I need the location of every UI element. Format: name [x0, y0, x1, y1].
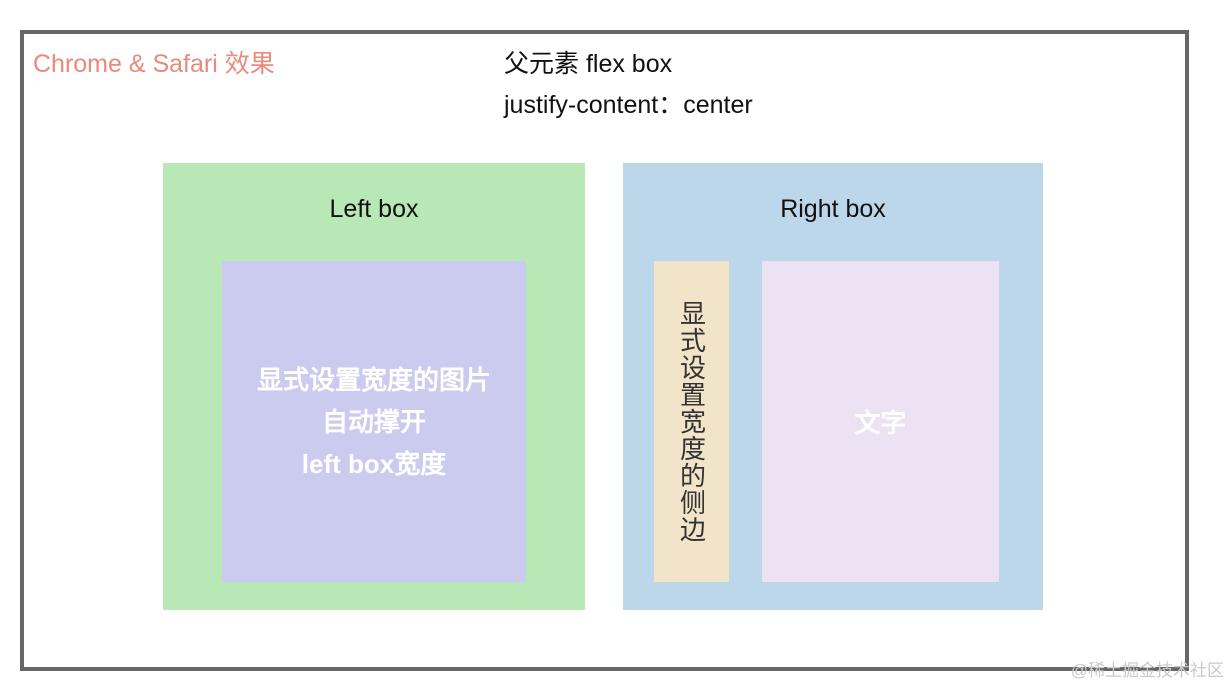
header-line-2: justify-content：center [504, 91, 753, 119]
watermark: @稀土掘金技术社区 [1070, 661, 1224, 680]
image-placeholder: 显式设置宽度的图片 自动撑开 left box宽度 [222, 261, 526, 582]
left-box-title: Left box [329, 195, 419, 223]
right-box-title: Right box [780, 195, 886, 223]
left-box: Left box 显式设置宽度的图片 自动撑开 left box宽度 [163, 163, 585, 610]
image-label-line-2: 自动撑开 [321, 406, 426, 437]
image-label-line-1: 显式设置宽度的图片 [256, 364, 491, 395]
sidebar-block: 显式设置宽度的侧边 [654, 261, 729, 582]
right-box: Right box 显式设置宽度的侧边 文字 [623, 163, 1043, 610]
browser-label: Chrome & Safari 效果 [33, 50, 275, 78]
text-block-label: 文字 [854, 408, 907, 438]
image-label-line-3: left box宽度 [301, 448, 447, 479]
header-annotation: 父元素 flex box justify-content：center [504, 44, 753, 126]
header-line-1: 父元素 flex box [504, 50, 673, 78]
sidebar-label: 显式设置宽度的侧边 [676, 300, 707, 543]
text-block: 文字 [762, 261, 999, 582]
